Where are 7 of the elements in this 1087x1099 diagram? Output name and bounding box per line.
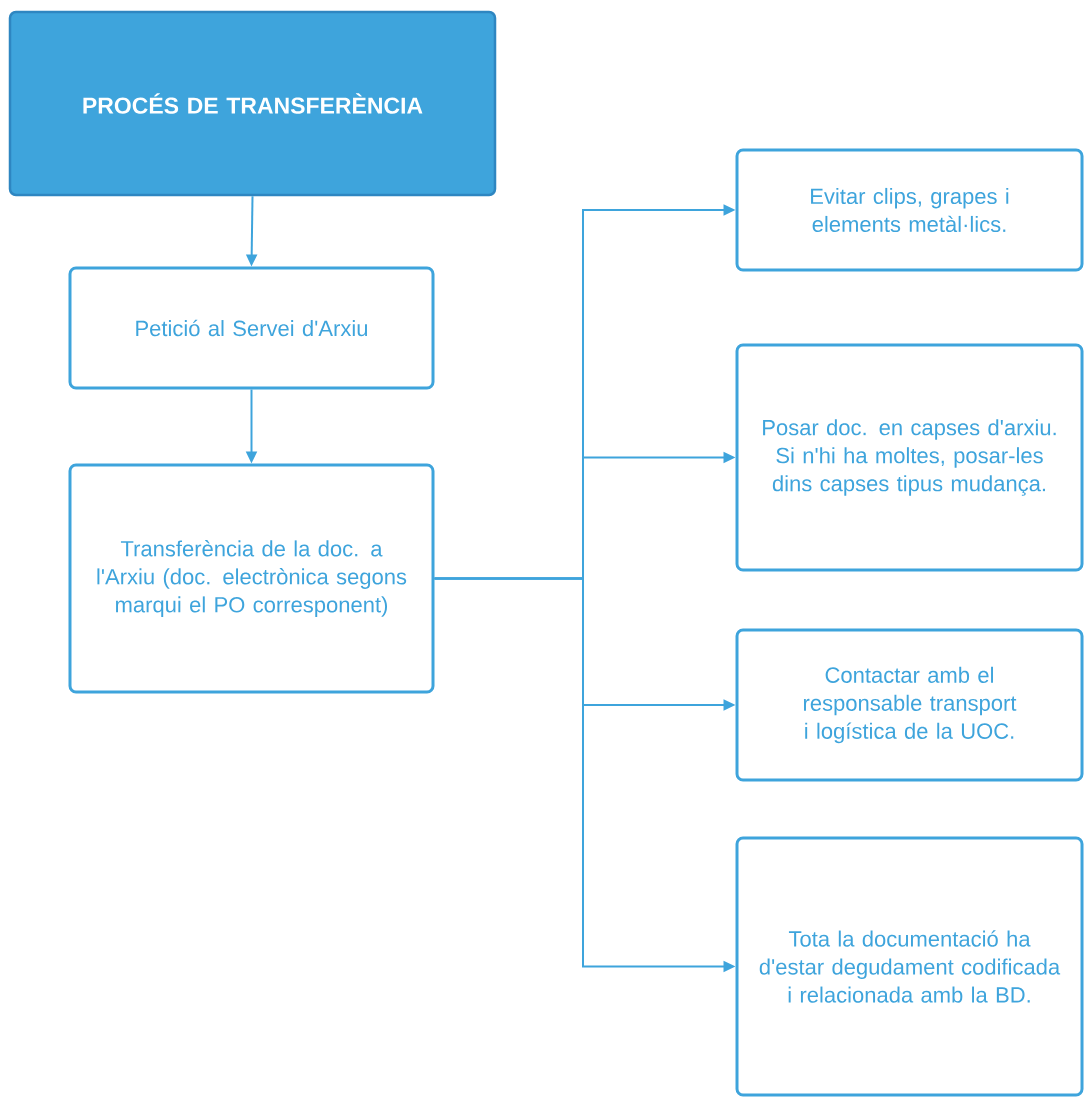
process-box: Contactar amb el responsable transport i logística de la UOC. [735, 628, 1084, 782]
process-box: Transferència de la doc. a l'Arxiu (doc. electrònica segons marqui el PO corresponent) [68, 463, 435, 694]
title-box: PROCÉS DE TRANSFERÈNCIA [8, 10, 497, 197]
process-box: Evitar clips, grapes i elements metàl·lics. [735, 148, 1084, 272]
process-box: Posar doc. en capses d'arxiu. Si n'hi ha moltes, posar-les dins capses tipus mudança. [735, 343, 1084, 572]
process-box: Tota la documentació ha d'estar degudament codificada i relacionada amb la BD. [735, 836, 1084, 1097]
process-box: Petició al Servei d'Arxiu [68, 266, 435, 390]
